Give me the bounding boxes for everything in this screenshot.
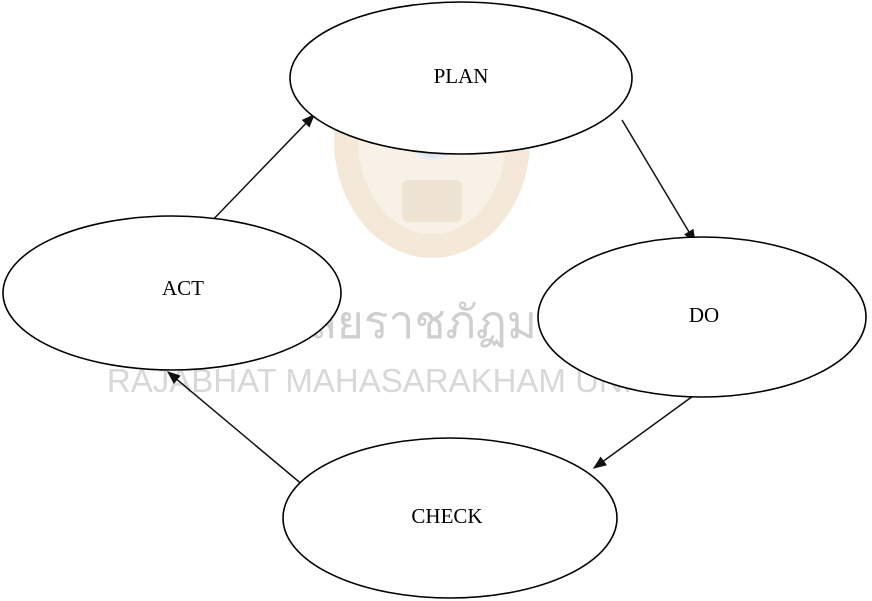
node-act-shape [2, 215, 342, 371]
node-do-label: DO [689, 303, 719, 327]
arrow-plan-to-do [621, 119, 696, 244]
arrow-act-to-plan [204, 114, 315, 229]
node-plan: PLAN [289, 1, 633, 155]
arrow-do-to-check [592, 395, 694, 469]
node-act: ACT [2, 215, 342, 371]
seal-base-block [402, 180, 462, 222]
node-do-shape [537, 236, 867, 398]
node-plan-shape [289, 1, 633, 155]
node-check-shape [282, 437, 618, 599]
node-check: CHECK [282, 437, 618, 599]
arrow-check-to-act [166, 371, 305, 487]
node-act-label: ACT [162, 276, 204, 300]
node-do: DO [537, 236, 867, 398]
node-plan-label: PLAN [434, 64, 489, 88]
node-check-label: CHECK [411, 504, 482, 528]
